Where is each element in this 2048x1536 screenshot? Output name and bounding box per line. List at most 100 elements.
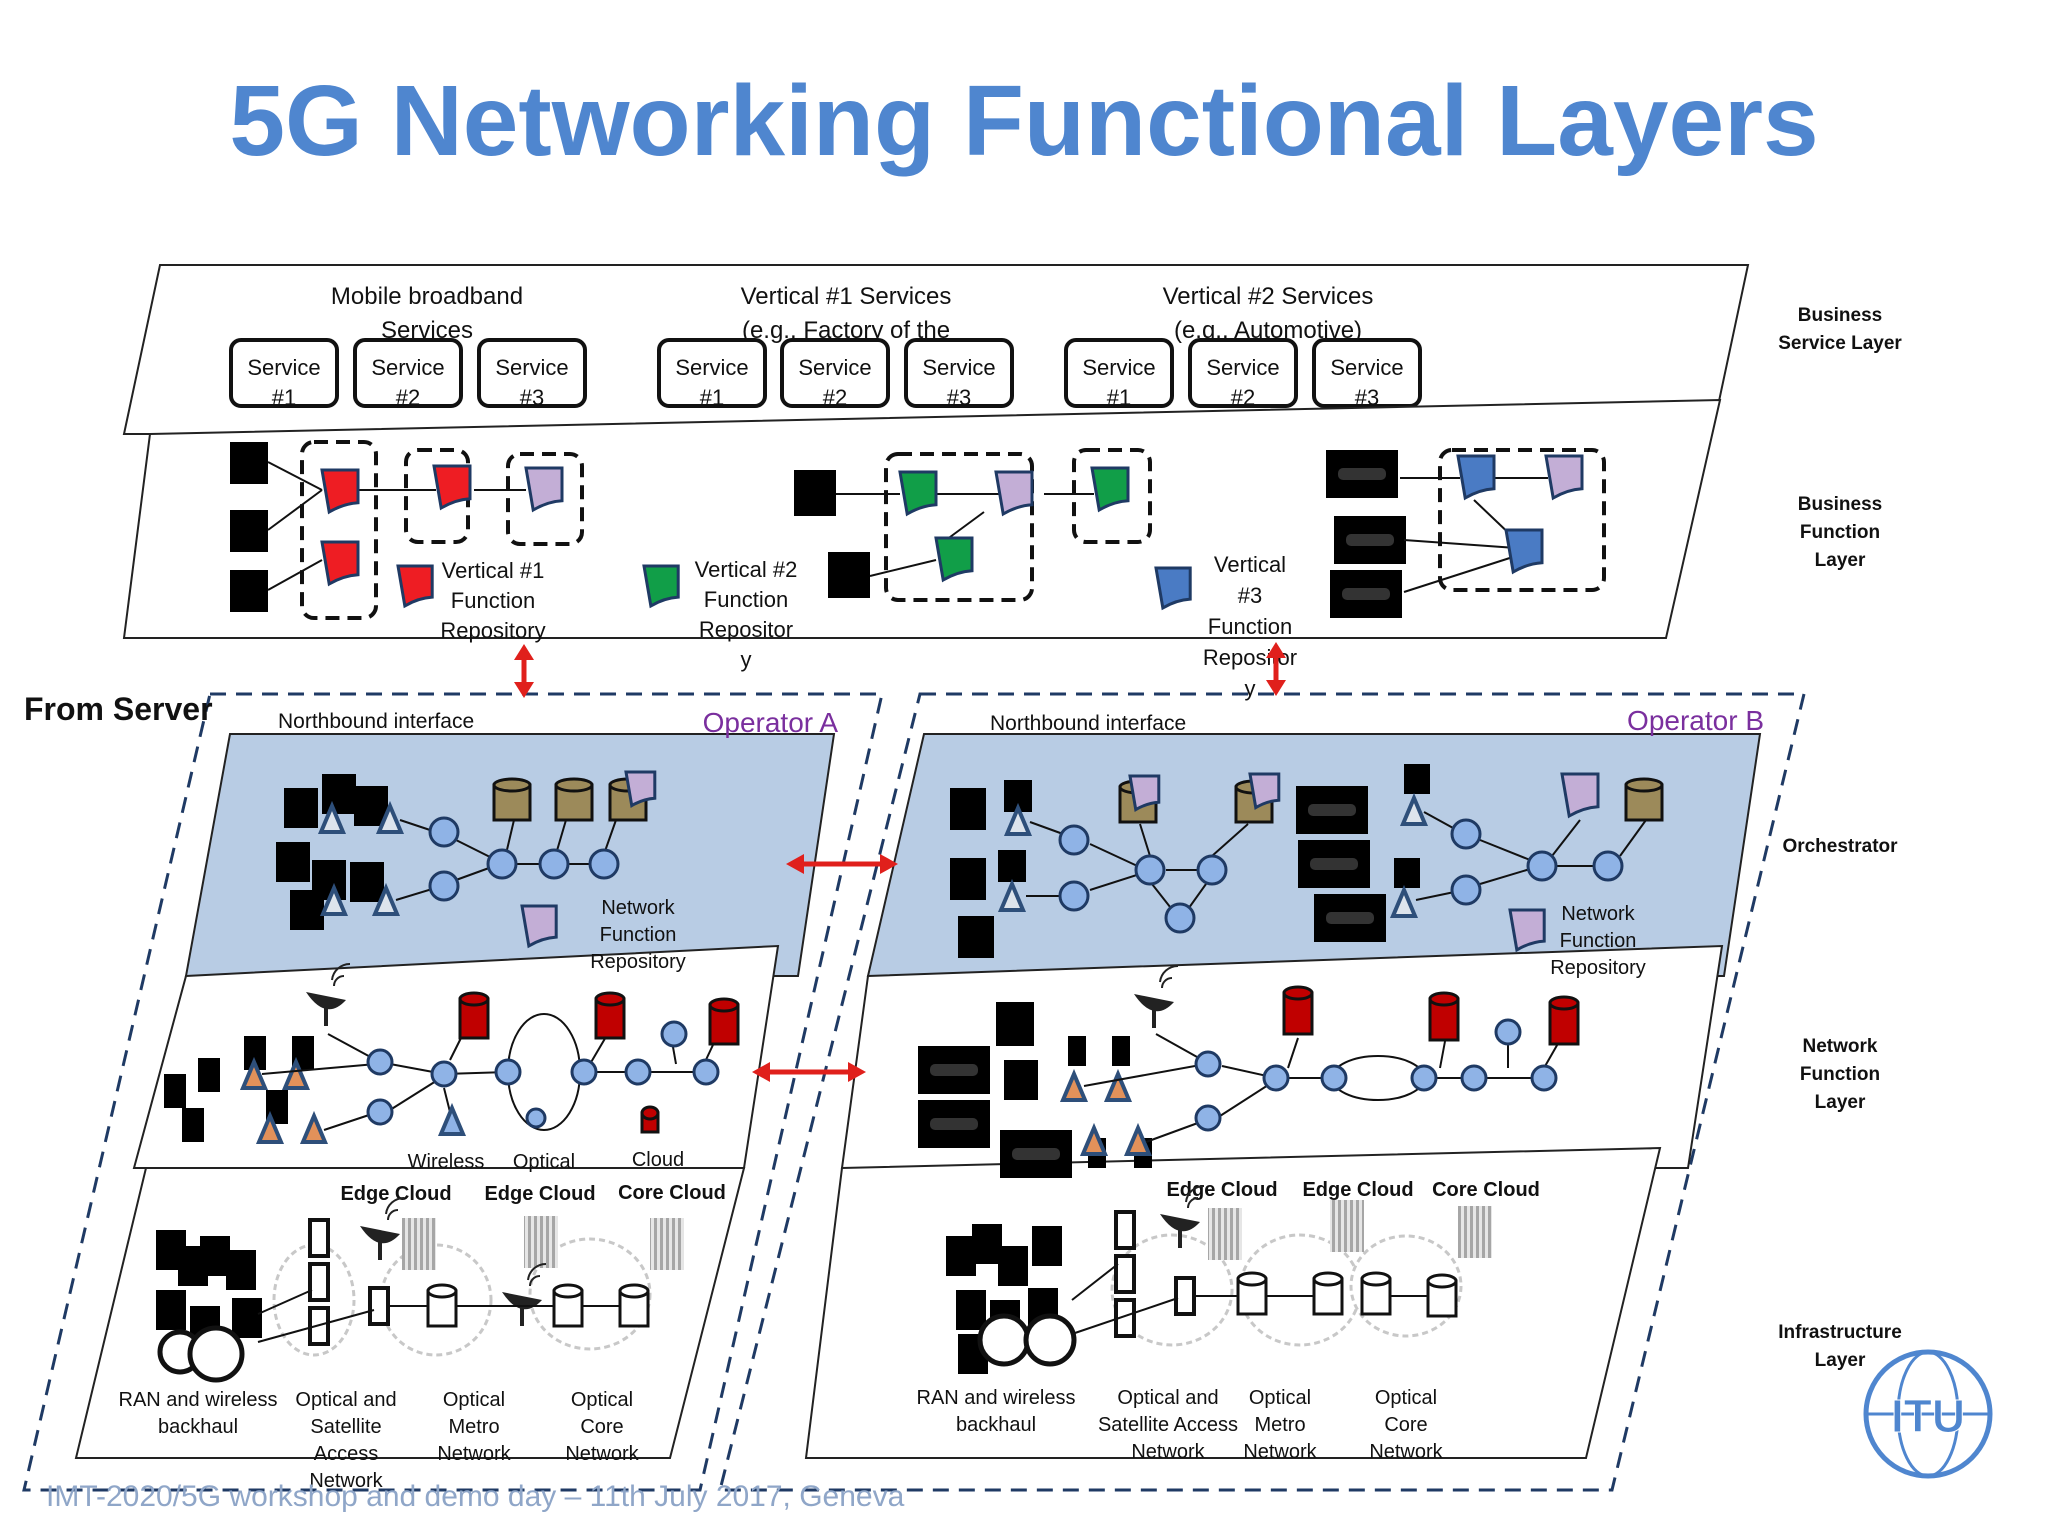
link-line xyxy=(1139,823,1151,857)
vehicle-body xyxy=(930,1118,978,1130)
nfr-label: Repository xyxy=(1550,957,1646,979)
antenna-icon xyxy=(375,800,405,834)
edge-cloud-label: Edge Cloud xyxy=(1166,1179,1277,1201)
network-node xyxy=(1494,1018,1522,1046)
antenna-icon xyxy=(319,882,349,916)
infrastructure-label: Metro xyxy=(448,1416,499,1438)
vehicle-body xyxy=(930,1064,978,1076)
function-group-box xyxy=(1438,448,1606,592)
business-function-layer xyxy=(122,398,1722,639)
link-line xyxy=(1403,539,1517,549)
network-node xyxy=(1450,818,1482,850)
core-cloud-label: Core Cloud xyxy=(618,1182,726,1204)
link-line xyxy=(1403,555,1517,593)
infrastructure-label: Optical xyxy=(443,1389,505,1411)
repository-label: Repositor xyxy=(699,617,793,642)
service-box xyxy=(1312,338,1422,408)
arrow-head xyxy=(848,1062,866,1082)
server-rack-icon xyxy=(402,1218,436,1270)
northbound-interface-label: Northbound interface xyxy=(278,710,474,733)
edge-cloud-label: Edge Cloud xyxy=(484,1183,595,1205)
cylinder-top xyxy=(426,1283,458,1299)
function-group-box xyxy=(1072,448,1152,544)
robot-arm-icon xyxy=(996,1002,1034,1046)
cloud-outline-icon xyxy=(1110,1233,1234,1347)
function-doc-icon xyxy=(1544,454,1584,501)
function-doc-icon xyxy=(1456,454,1496,501)
network-node xyxy=(428,870,460,902)
network-node xyxy=(1262,1064,1290,1092)
function-doc-icon xyxy=(994,470,1034,517)
vehicle-body xyxy=(1310,858,1358,870)
arrow-head xyxy=(880,854,898,874)
device-block-icon xyxy=(946,1236,976,1276)
service-box xyxy=(657,338,767,408)
network-node xyxy=(1194,1104,1222,1132)
server-rack-icon xyxy=(1330,1200,1364,1252)
network-node xyxy=(1592,850,1624,882)
arrow-head xyxy=(752,1062,770,1082)
infrastructure-label: Optical xyxy=(1249,1387,1311,1409)
robot-arm-icon xyxy=(950,858,986,900)
function-doc-icon xyxy=(520,904,558,949)
function-doc-icon xyxy=(624,770,657,808)
infrastructure-label: RAN and wireless xyxy=(917,1387,1076,1409)
service-label: #2 xyxy=(823,385,847,410)
nfr-label: Function xyxy=(600,924,677,946)
northbound-interface-label: Northbound interface xyxy=(990,712,1186,735)
service-box xyxy=(904,338,1014,408)
repository-label: Repository xyxy=(440,618,545,643)
infrastructure-label: Network xyxy=(437,1443,511,1465)
satellite-dish-icon xyxy=(306,992,346,1010)
device-block-icon xyxy=(182,1108,204,1142)
service-box xyxy=(1064,338,1174,408)
vehicle-body xyxy=(1012,1148,1060,1160)
link-line xyxy=(267,461,323,491)
satellite-dish-icon xyxy=(360,1226,400,1244)
vehicle-body xyxy=(1342,588,1390,600)
arrow-head xyxy=(514,682,534,698)
optical-access-icon xyxy=(1174,1276,1196,1316)
network-node xyxy=(1134,854,1166,886)
repository-label: Vertical xyxy=(1214,552,1286,577)
infrastructure-label: Satellite xyxy=(310,1416,381,1438)
link-line xyxy=(257,1289,313,1315)
infrastructure-label: Network xyxy=(1369,1441,1443,1463)
link-line xyxy=(1551,819,1581,857)
network-node xyxy=(570,1058,598,1086)
antenna-icon xyxy=(1079,1122,1109,1156)
vehicle-body xyxy=(1326,912,1374,924)
cylinder-top xyxy=(458,991,490,1007)
infrastructure-label: Satellite Access xyxy=(1098,1414,1238,1436)
network-node xyxy=(1196,854,1228,886)
service-label: #3 xyxy=(1355,385,1379,410)
repository-label: y xyxy=(1245,676,1256,701)
arrow-head xyxy=(1266,680,1286,696)
logo-text: ITU xyxy=(1891,1390,1965,1442)
infrastructure-label: backhaul xyxy=(956,1414,1036,1436)
service-label: Service xyxy=(1206,355,1279,380)
server-rack-icon xyxy=(1208,1208,1242,1260)
device-block-icon xyxy=(1404,764,1430,794)
device-block-icon xyxy=(1068,1036,1086,1066)
optical-access-icon xyxy=(1114,1254,1136,1294)
network-node xyxy=(1410,1064,1438,1092)
cylinder-top xyxy=(1360,1271,1392,1287)
service-label: #3 xyxy=(520,385,544,410)
interface-arrows xyxy=(514,642,1286,1082)
network-node xyxy=(525,1107,547,1129)
network-node xyxy=(538,848,570,880)
server-rack-icon xyxy=(524,1216,558,1268)
antenna-icon xyxy=(1123,1122,1153,1156)
device-block-icon xyxy=(230,570,268,612)
optical-access-icon xyxy=(1114,1210,1136,1250)
robot-arm-icon xyxy=(958,916,994,958)
network-node xyxy=(1164,902,1196,934)
signal-waves xyxy=(331,962,351,987)
antenna-icon xyxy=(239,1056,269,1090)
cylinder-top xyxy=(1236,1271,1268,1287)
infrastructure-label: Optical and xyxy=(1117,1387,1218,1409)
optical-access-icon xyxy=(308,1218,330,1258)
vehicle-body xyxy=(1346,534,1394,546)
